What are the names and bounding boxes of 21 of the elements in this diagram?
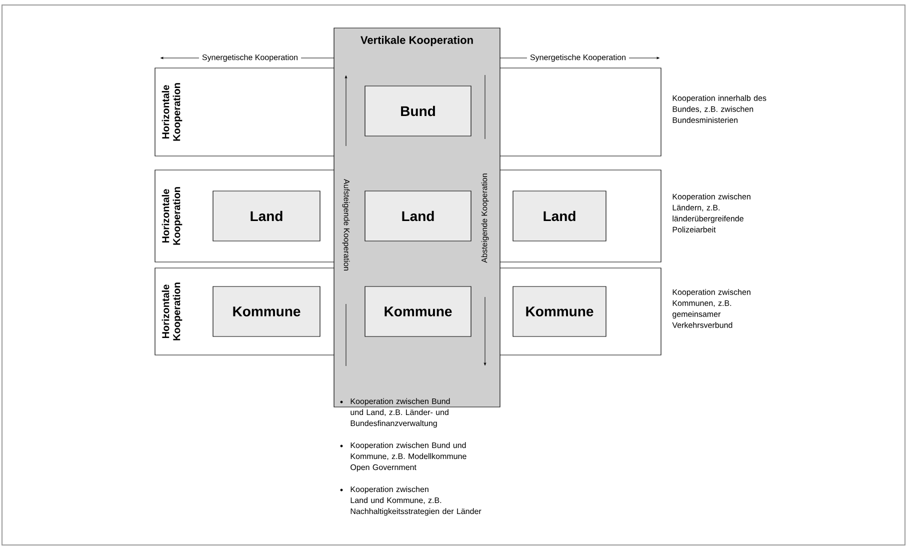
level-box: Land (364, 190, 472, 242)
bullet-item: Kooperation zwischen Bund und Kommune, z.B. Modellkommune Open Government (340, 442, 466, 472)
level-box: Bund (364, 86, 472, 136)
band-heading: Horizontale Kooperation (162, 83, 182, 141)
arrow-label: Synergetische Kooperation (198, 51, 302, 65)
arrow-label: Synergetische Kooperation (526, 51, 630, 65)
band-heading: Horizontale Kooperation (162, 187, 182, 245)
description: Kooperation zwischen Kommunen, z.B. gemeinsamer Verkehrsverbund (672, 289, 750, 328)
level-box: Land (512, 190, 606, 242)
description: Kooperation innerhalb des Bundes, z.B. zwischen Bundesministerien (672, 95, 766, 123)
level-box: Kommune (212, 286, 320, 337)
level-box: Kommune (364, 286, 472, 337)
level-box: Land (212, 190, 320, 242)
arrow-label: Absteigende Kooperation (481, 174, 489, 263)
bullet-item: Kooperation zwischen Land und Kommune, z.B. Nachhaltigkeitsstrategien der Länder (340, 486, 482, 516)
arrow-label: Aufsteigende Kooperation (342, 178, 350, 270)
bullet-item: Kooperation zwischen Bund und Land, z.B. Länder- und Bundesfinanzverwaltung (340, 398, 450, 428)
band-heading: Horizontale Kooperation (162, 282, 182, 340)
level-box: Kommune (512, 286, 606, 337)
column-heading: Vertikale Kooperation (360, 36, 473, 46)
description: Kooperation zwischen Ländern, z.B. länderübergreifende Polizeiarbeit (672, 194, 750, 232)
